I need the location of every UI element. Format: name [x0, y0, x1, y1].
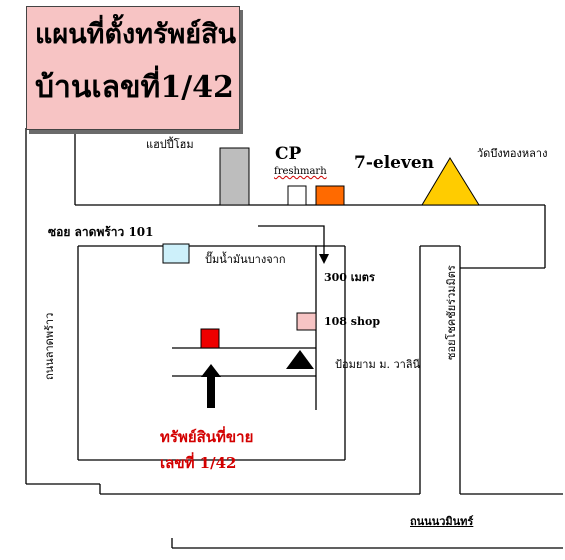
label-nawamin-road: ถนนนวมินทร์ — [410, 515, 474, 528]
label-police-box: ป้อมยาม ม. วาลินี — [335, 358, 421, 371]
cp-freshmart-building — [287, 185, 307, 206]
label-property-line-1: ทรัพย์สินที่ขาย — [160, 428, 254, 446]
label-shop-108: 108 shop — [324, 315, 381, 328]
label-happy-home: แฮปปี้โฮม — [146, 138, 194, 151]
title-box: แผนที่ตั้งทรัพย์สิน บ้านเลขที่1/42 — [26, 6, 240, 130]
property-marker — [200, 328, 220, 349]
seven-eleven-building — [315, 185, 345, 206]
label-property-line-2: เลขที่ 1/42 — [160, 454, 237, 472]
temple-icon — [421, 157, 480, 206]
happy-home-building — [219, 147, 250, 206]
property-arrow-icon — [201, 364, 221, 408]
shop-108-building — [296, 312, 317, 331]
label-cp: CP — [275, 144, 302, 164]
distance-arrow-head — [319, 254, 329, 264]
label-temple: วัดบึงทองหลาง — [477, 147, 548, 160]
label-soi-ladprao: ซอย ลาดพร้าว 101 — [48, 225, 154, 239]
police-box-icon — [286, 350, 314, 369]
gas-station-building — [162, 243, 190, 264]
distance-arrow-line — [258, 225, 325, 258]
label-cp-sub: freshmarh — [274, 166, 327, 177]
title-line-2: บ้านเลขที่1/42 — [35, 70, 234, 105]
title-line-1: แผนที่ตั้งทรัพย์สิน — [35, 19, 237, 50]
label-distance: 300 เมตร — [324, 271, 375, 284]
label-soi-chokchai: ซอยโชคชัยร่วมมิตร — [445, 265, 458, 360]
label-seven-eleven: 7-eleven — [354, 153, 435, 173]
label-ladprao-road: ถนนลาดพร้าว — [43, 312, 56, 380]
label-gas-station: ปั๊มน้ำมันบางจาก — [205, 253, 286, 266]
